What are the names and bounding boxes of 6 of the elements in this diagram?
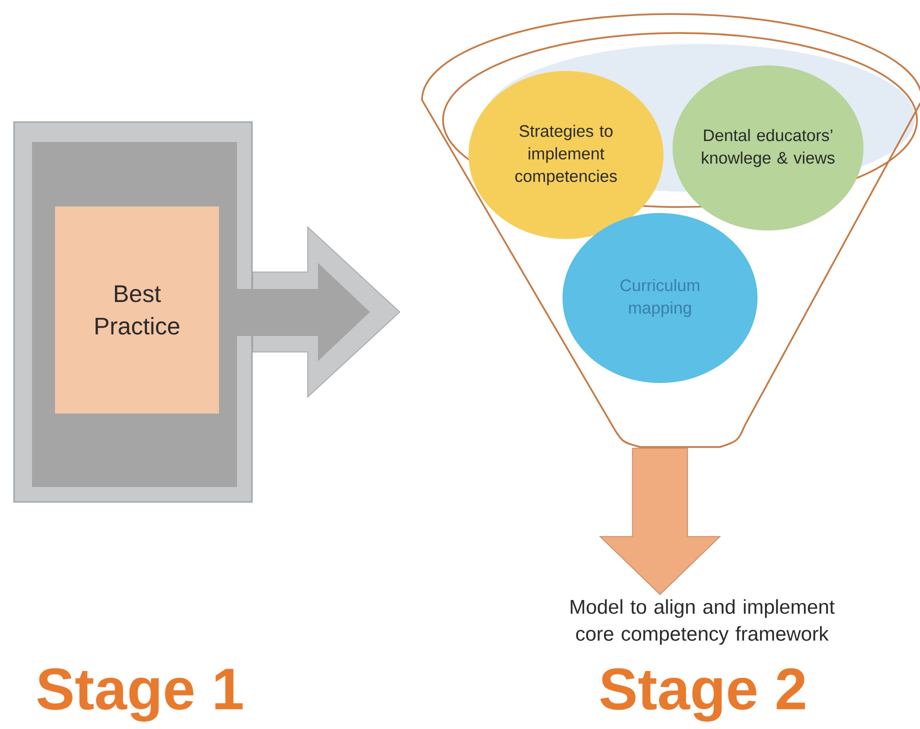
stage-label: Stage 1 <box>37 668 243 722</box>
block-arrow <box>237 226 400 398</box>
block-arrow <box>599 448 721 596</box>
stage-label: Stage 2 <box>600 668 805 722</box>
process-box: Best Practice <box>55 206 219 414</box>
outcome-text: Model to align and implement core competency framework <box>570 599 835 645</box>
